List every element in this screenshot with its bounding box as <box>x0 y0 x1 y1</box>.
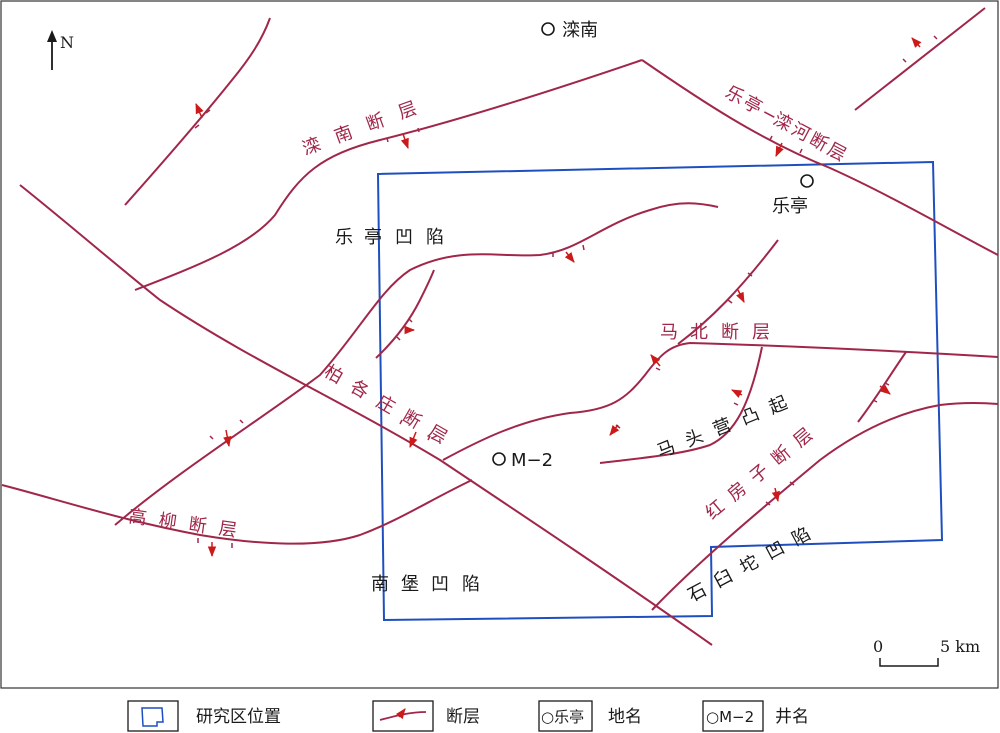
leting-sag-label: 乐 亭 凹 陷 <box>335 227 444 248</box>
svg-text:柏: 柏 <box>321 361 347 388</box>
svg-text:高: 高 <box>127 506 148 529</box>
svg-text:各: 各 <box>347 376 373 403</box>
dip-arrows <box>195 37 922 558</box>
place-luannan: 滦南 <box>541 20 598 41</box>
fault-ticks <box>194 35 938 548</box>
svg-text:马: 马 <box>660 322 678 343</box>
legend: 研究区位置 断层 ○乐亭 地名 ○M−2 井名 <box>127 700 809 732</box>
place-leting-label: 乐亭 <box>772 196 808 217</box>
luannan-fault-label: 滦 南 断 层 <box>300 98 420 160</box>
legend-item-well: ○M−2 井名 <box>702 700 809 732</box>
northeast-fault-line <box>854 7 986 111</box>
mabei-fault-label: 马 北 断 层 <box>660 322 770 343</box>
svg-text:马: 马 <box>654 436 679 462</box>
svg-text:陷: 陷 <box>788 523 814 550</box>
svg-text:层: 层 <box>790 424 817 452</box>
svg-text:凹: 凹 <box>395 227 413 248</box>
legend-sample-box <box>372 700 434 732</box>
legend-study-area-label: 研究区位置 <box>196 707 281 727</box>
leting-luanhe-fault-line <box>641 59 999 256</box>
svg-text:断: 断 <box>768 442 795 470</box>
gaoliu-fault-label: 高 柳 断 层 <box>127 506 238 541</box>
northwest-fault-line <box>124 17 271 206</box>
scale-bar-end-label: 5 km <box>940 637 980 656</box>
svg-text:陷: 陷 <box>426 227 444 248</box>
svg-text:起: 起 <box>766 392 791 418</box>
legend-sample-box <box>702 700 764 732</box>
north-arrow-label: N <box>60 33 74 52</box>
well-m2: M−2 <box>492 450 553 471</box>
place-luannan-label: 滦南 <box>562 20 598 41</box>
legend-fault-label: 断层 <box>446 707 480 727</box>
svg-text:堡: 堡 <box>401 574 419 595</box>
svg-text:凸: 凸 <box>738 403 763 429</box>
place-leting: 乐亭 <box>772 174 814 217</box>
legend-well-sample: ○M−2 <box>706 708 754 726</box>
mabei-northeast-fault-line <box>677 239 779 345</box>
svg-text:营: 营 <box>710 414 735 440</box>
well-marker-icon <box>492 452 506 466</box>
svg-text:层: 层 <box>425 421 451 448</box>
svg-text:滦: 滦 <box>300 134 324 160</box>
luannan-fault-line <box>134 59 643 291</box>
svg-text:石: 石 <box>684 579 710 606</box>
legend-place-label: 地名 <box>608 707 642 727</box>
north-arrow: N <box>47 30 74 70</box>
matouying-fault-line <box>599 346 763 464</box>
svg-text:断: 断 <box>187 514 208 537</box>
svg-text:北: 北 <box>690 322 708 343</box>
svg-text:层: 层 <box>752 322 770 343</box>
svg-text:南: 南 <box>332 122 356 148</box>
study-area-boundary <box>376 160 944 622</box>
svg-text:子: 子 <box>746 460 773 488</box>
place-marker-icon <box>800 174 814 188</box>
map-frame <box>0 0 999 689</box>
svg-text:乐: 乐 <box>335 227 353 248</box>
nanpu-sag-label: 南 堡 凹 陷 <box>371 574 480 595</box>
scale-bar: 0 5 km <box>873 637 980 667</box>
shijiutuo-sag-label: 石 臼 坨 凹 陷 <box>684 523 814 606</box>
svg-text:凹: 凹 <box>431 574 449 595</box>
legend-item-place: ○乐亭 地名 <box>538 700 642 732</box>
svg-text:南: 南 <box>371 574 389 595</box>
svg-text:陷: 陷 <box>462 574 480 595</box>
svg-text:坨: 坨 <box>736 551 762 578</box>
place-marker-icon <box>541 22 555 36</box>
svg-text:臼: 臼 <box>710 565 736 592</box>
mabei-fault-line <box>442 342 999 461</box>
legend-sample-box <box>538 700 593 732</box>
svg-text:房: 房 <box>724 478 751 506</box>
svg-text:断: 断 <box>721 322 739 343</box>
svg-text:断: 断 <box>399 406 425 433</box>
svg-text:红: 红 <box>702 496 729 524</box>
svg-text:庄: 庄 <box>373 391 399 418</box>
legend-place-sample: ○乐亭 <box>541 708 584 726</box>
well-m2-label: M−2 <box>511 450 553 471</box>
svg-text:层: 层 <box>396 98 420 124</box>
svg-text:柳: 柳 <box>157 510 178 533</box>
svg-text:断: 断 <box>364 110 388 136</box>
svg-text:亭: 亭 <box>364 227 382 248</box>
legend-item-fault: 断层 <box>372 700 480 732</box>
leting-inner-fault-line <box>114 202 719 526</box>
study-area-swatch-icon <box>141 707 164 727</box>
scale-bar-start-label: 0 <box>873 637 883 656</box>
legend-item-study-area: 研究区位置 <box>127 700 281 732</box>
leting-short-fault-line <box>375 269 435 359</box>
baigezhuang-fault-line <box>19 184 713 646</box>
svg-text:凹: 凹 <box>762 537 788 564</box>
hongfangzi-fault-line <box>651 402 999 611</box>
gaoliu-fault-line <box>1 479 473 545</box>
legend-well-label: 井名 <box>775 707 809 727</box>
svg-text:层: 层 <box>217 518 238 541</box>
